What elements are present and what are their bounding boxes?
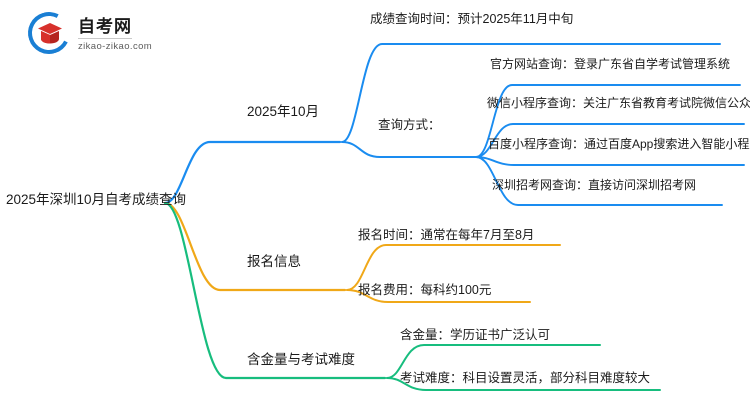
edge-methods-to-leaf3 (475, 156, 745, 166)
graduation-book-icon (22, 6, 76, 60)
book-glyph (38, 23, 62, 44)
edge-b2-to-leaf1 (346, 244, 561, 291)
edge-methods-to-leaf1 (475, 84, 741, 158)
edge-b3-to-leaf1 (386, 344, 601, 379)
edge-b1-to-time (341, 43, 721, 143)
node-method-baidu-miniapp[interactable]: 百度小程序查询：通过百度App搜索进入智能小程序 (488, 137, 750, 151)
node-value-recognition[interactable]: 含金量：学历证书广泛认可 (400, 328, 551, 342)
node-query-methods[interactable]: 查询方式： (378, 118, 441, 132)
node-registration-time[interactable]: 报名时间：通常在每年7月至8月 (358, 228, 535, 242)
edge-methods-to-leaf2 (475, 123, 745, 158)
node-root[interactable]: 2025年深圳10月自考成绩查询 (6, 192, 187, 207)
brand-name: 自考网 (78, 12, 132, 39)
node-branch-3[interactable]: 含金量与考试难度 (247, 352, 355, 367)
node-branch-1[interactable]: 2025年10月 (247, 104, 320, 119)
edge-root-to-branch3 (163, 201, 387, 380)
site-logo: 自考网 zikao-zikao.com (22, 6, 188, 60)
node-registration-fee[interactable]: 报名费用：每科约100元 (358, 283, 492, 297)
edge-b2-to-leaf2 (346, 289, 531, 303)
edge-b3-to-leaf2 (386, 377, 661, 391)
edge-methods-to-leaf4 (475, 156, 723, 206)
node-method-wechat-miniapp[interactable]: 微信小程序查询：关注广东省教育考试院微信公众号 (487, 96, 750, 110)
node-method-shenzhen-site[interactable]: 深圳招考网查询：直接访问深圳招考网 (492, 178, 697, 192)
edge-root-to-branch1 (163, 140, 342, 205)
edge-root-to-branch2 (163, 201, 347, 292)
node-exam-difficulty[interactable]: 考试难度：科目设置灵活，部分科目难度较大 (400, 371, 651, 385)
node-method-official-site[interactable]: 官方网站查询：登录广东省自学考试管理系统 (490, 57, 731, 71)
brand-url: zikao-zikao.com (78, 41, 153, 52)
node-score-query-time[interactable]: 成绩查询时间：预计2025年11月中旬 (370, 12, 574, 26)
node-branch-2[interactable]: 报名信息 (247, 254, 301, 269)
edge-b1-to-methods (341, 141, 477, 158)
